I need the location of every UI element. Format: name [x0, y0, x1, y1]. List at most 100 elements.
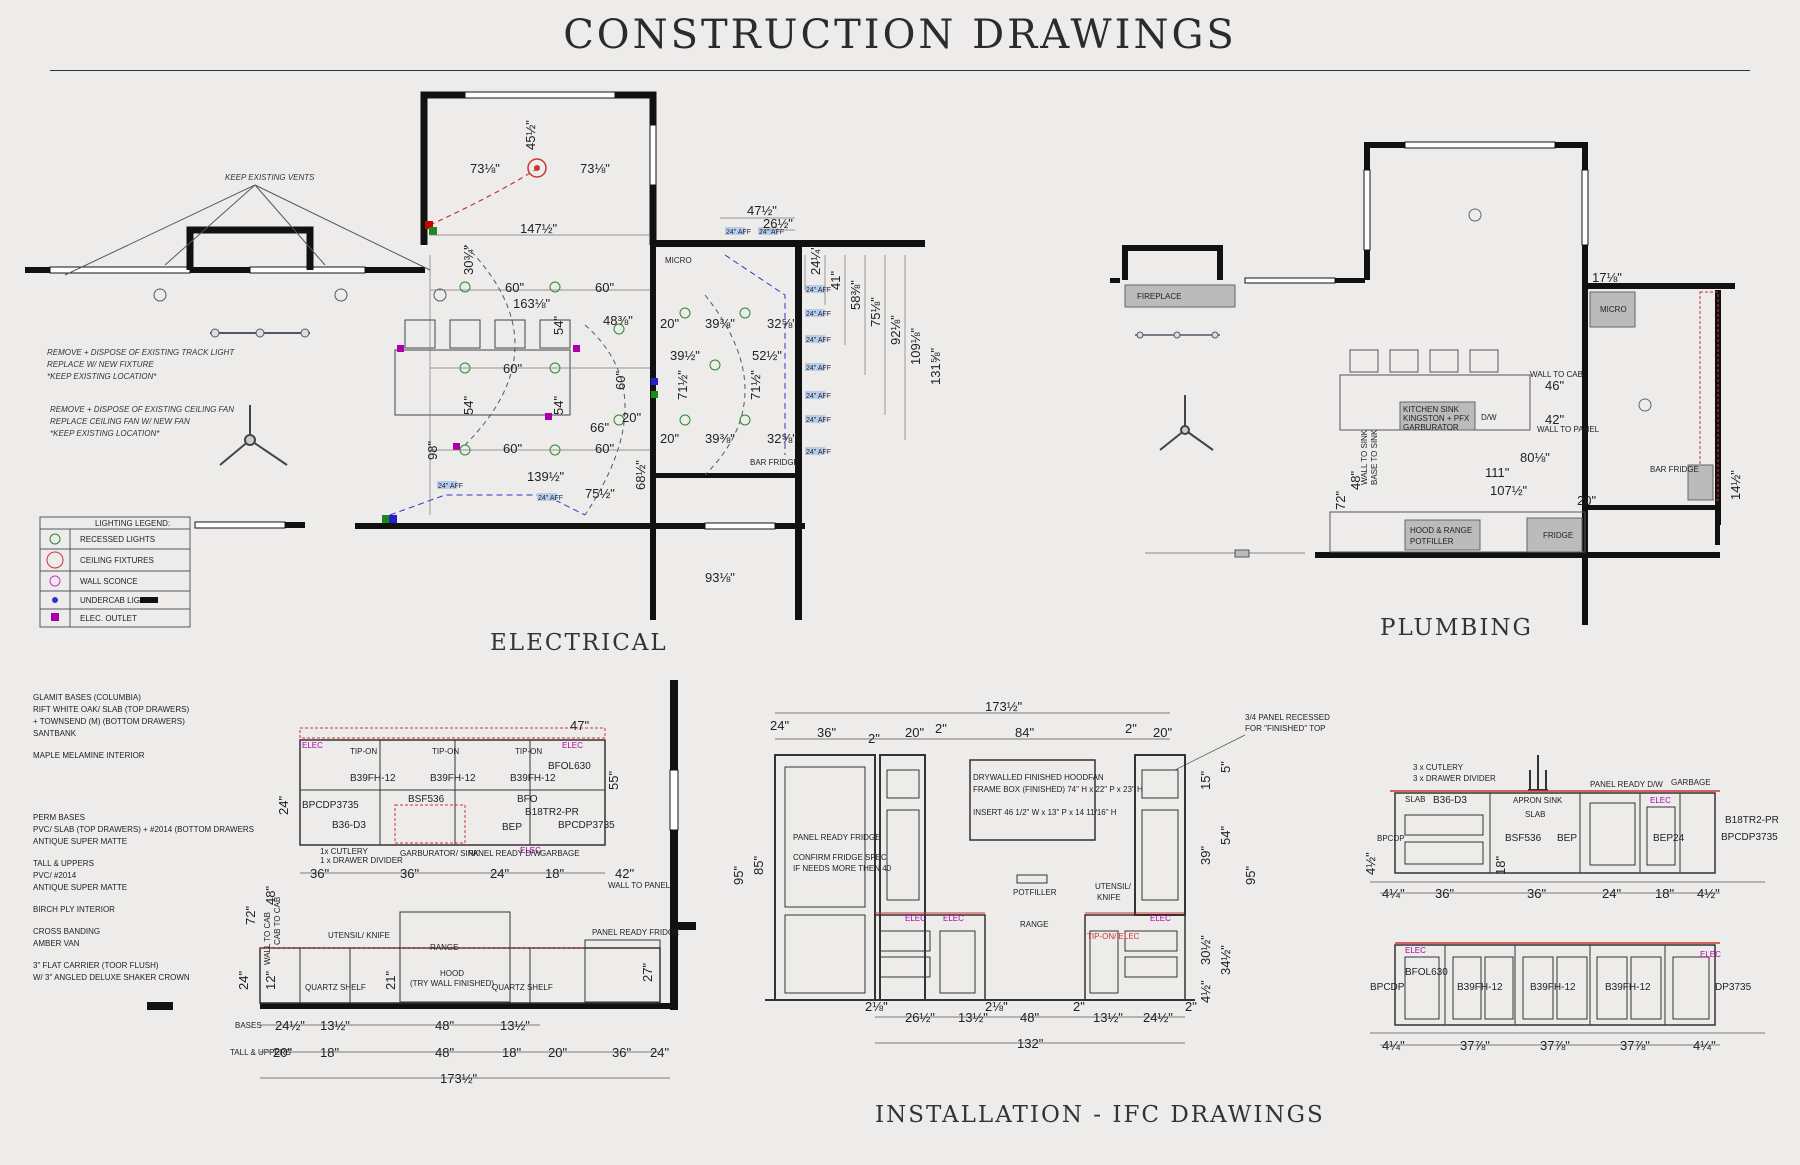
- cab-door: [1141, 769, 1179, 799]
- cab-door: [1589, 802, 1636, 866]
- dim: 73⅛": [580, 161, 610, 176]
- cab-tag: BSF536: [408, 794, 445, 805]
- cab-lbl: PANEL READY FRIDGE: [592, 928, 679, 937]
- dim: 18": [320, 1045, 339, 1060]
- recessed-light: [459, 281, 471, 293]
- cab-tag: B18TR2-PR: [525, 807, 579, 818]
- outlet-green: [382, 515, 390, 523]
- drawer: [879, 956, 931, 978]
- cab-tag: SLAB: [1525, 810, 1545, 819]
- cab-tag: BPCDP: [1377, 834, 1405, 843]
- cab-tag: BFO: [517, 794, 538, 805]
- dim: 20": [273, 1045, 292, 1060]
- wall: [678, 922, 696, 930]
- dim: 48": [1020, 1010, 1039, 1025]
- cab-tag: BPCDP: [1370, 982, 1405, 993]
- undercab-light-icon: [52, 597, 58, 603]
- cab-lbl: PANEL READY D/W: [468, 849, 541, 858]
- ceiling-fixture: [534, 165, 540, 171]
- cab-lbl: 3 x CUTLERY: [1413, 763, 1464, 772]
- sconce: [153, 288, 167, 302]
- cab-lbl: TIP-ON: [350, 747, 377, 756]
- potfiller-label: POTFILLER: [1013, 888, 1057, 897]
- hood-note: FRAME BOX (FINISHED) 74" H x 22" P x 23"…: [973, 785, 1143, 794]
- dim: 48": [435, 1018, 454, 1033]
- spec-note: + TOWNSEND (M) (BOTTOM DRAWERS): [33, 717, 185, 726]
- dim: 73⅛": [470, 161, 500, 176]
- sink-box: [1399, 401, 1476, 431]
- note-fan-2: REPLACE CEILING FAN W/ NEW FAN: [50, 417, 190, 426]
- cab-tag: BPCDP3735: [1721, 832, 1778, 843]
- cab-door: [886, 809, 920, 901]
- note: FOR "FINISHED" TOP: [1245, 724, 1326, 733]
- stool: [1469, 349, 1499, 373]
- elec-tag: ELEC: [943, 914, 964, 923]
- dim: 109⅛": [908, 327, 923, 365]
- drawer: [1124, 930, 1178, 952]
- cab-door: [1522, 956, 1554, 1020]
- dim: 111": [1485, 465, 1510, 480]
- keep-vents-note: KEEP EXISTING VENTS: [225, 173, 315, 182]
- cab-tag: B18TR2-PR: [1725, 815, 1779, 826]
- recessed-light: [739, 307, 751, 319]
- wall: [653, 473, 798, 478]
- dim: 4½": [1697, 886, 1720, 901]
- cab-tag: B39FH-12: [350, 773, 396, 784]
- elec-tag: ELEC: [562, 741, 583, 750]
- dim: 39⅜": [705, 316, 735, 331]
- cab-tag: B39FH-12: [510, 773, 556, 784]
- sink-cabinet: [394, 804, 466, 844]
- dim: 41": [828, 271, 843, 290]
- sink-label-1: KITCHEN SINK: [1403, 405, 1460, 414]
- cab-door: [1452, 956, 1482, 1020]
- fireplace-label: FIREPLACE: [1137, 292, 1181, 301]
- dim: 48": [263, 886, 278, 905]
- svg-text:24" AFF: 24" AFF: [806, 337, 831, 344]
- svg-text:24" AFF: 24" AFF: [538, 495, 563, 502]
- dim: 36": [400, 866, 419, 881]
- cab-lbl: PANEL READY D/W: [1590, 780, 1663, 789]
- island: [394, 349, 571, 416]
- dim: 39½": [670, 348, 700, 363]
- cab-tag: BPCDP3735: [302, 800, 359, 811]
- svg-text:24" AFF: 24" AFF: [806, 449, 831, 456]
- elec-tag: TIP-ON/ ELEC: [1087, 932, 1140, 941]
- ceiling-fan-icon: [1159, 395, 1214, 451]
- drawer: [1124, 956, 1178, 978]
- elec-tag: ELEC: [1150, 914, 1171, 923]
- wall: [1335, 278, 1365, 283]
- side-note: BASE TO SINK: [1370, 429, 1379, 485]
- dim: 132": [1017, 1036, 1044, 1051]
- wall: [260, 1003, 675, 1009]
- electrical-plan: KEEP EXISTING VENTS REMOVE + DISPOSE OF …: [25, 91, 943, 628]
- dim: 60": [613, 371, 628, 390]
- spec-note: RIFT WHITE OAK/ SLAB (TOP DRAWERS): [33, 705, 190, 714]
- legend-item: ELEC. OUTLET: [80, 614, 137, 623]
- cab-tag: B39FH-12: [1530, 982, 1576, 993]
- elec-outlet: [573, 345, 580, 352]
- cab-lbl: 3 x DRAWER DIVIDER: [1413, 774, 1496, 783]
- cab-tag: B36-D3: [1433, 795, 1467, 806]
- spec-note: SANTBANK: [33, 729, 77, 738]
- electrical-label: ELECTRICAL: [490, 630, 668, 656]
- wall: [25, 267, 50, 273]
- spec-note: MAPLE MELAMINE INTERIOR: [33, 751, 145, 760]
- cab-lbl: UTENSIL/ KNIFE: [328, 931, 390, 940]
- cab-door: [1556, 956, 1588, 1020]
- dim: 66": [590, 420, 609, 435]
- dim: 26½": [905, 1010, 935, 1025]
- note: 3/4 PANEL RECESSED: [1245, 713, 1330, 722]
- fridge-label: IF NEEDS MORE THEN 40: [793, 864, 892, 873]
- ceiling-fixture: [527, 158, 547, 178]
- cab-door: [1630, 956, 1662, 1020]
- elec-outlet: [545, 413, 552, 420]
- dim: 4¼": [1382, 1038, 1405, 1053]
- cab-tag: BEP: [1557, 833, 1577, 844]
- elevation-back-wall: 173½" 36" 20" 84" 20" 24" 2" 2" 2" 3/4 P…: [731, 699, 1330, 1051]
- cab-lbl: TIP-ON: [515, 747, 542, 756]
- leader: [1174, 734, 1246, 771]
- ceiling-circuit: [429, 169, 536, 226]
- outlet-green: [651, 391, 658, 398]
- note-fan-3: *KEEP EXISTING LOCATION*: [50, 429, 160, 438]
- recessed-light: [709, 359, 721, 371]
